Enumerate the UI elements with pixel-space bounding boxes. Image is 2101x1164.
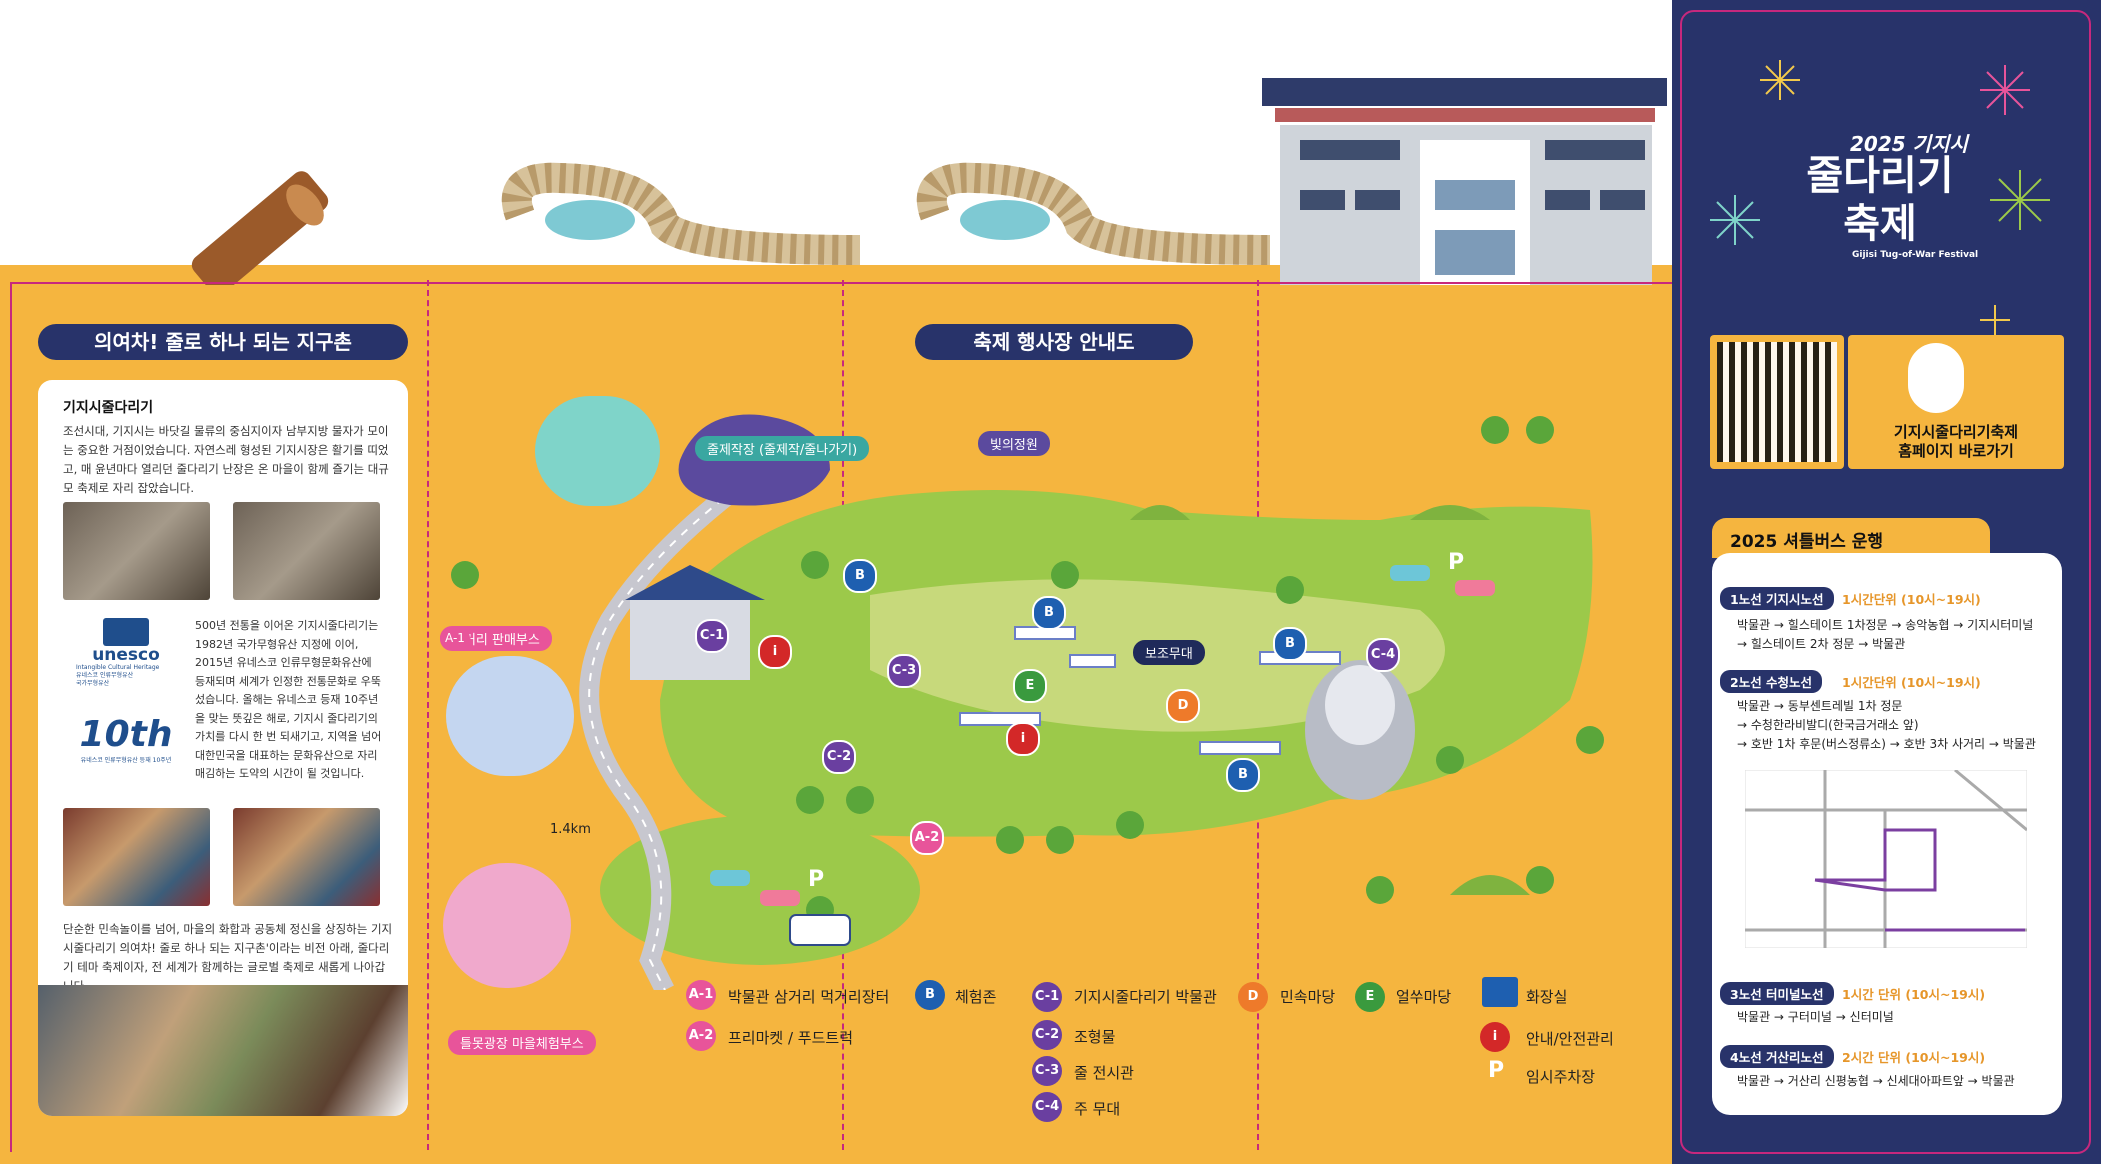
shuttle-tab: 2025 셔틀버스 운행 (1712, 518, 1990, 558)
heritage-info-card: 기지시줄다리기 조선시대, 기지시는 바닷길 물류의 중심지이자 남부지방 물자… (38, 380, 408, 1116)
legend-badge-c1: C-1 (1032, 982, 1062, 1012)
homepage-link[interactable]: 기지시줄다리기축제 홈페이지 바로가기 (1848, 335, 2064, 469)
legend-badge-c4: C-4 (1032, 1092, 1062, 1122)
festival-english-title: Gijisi Tug-of-War Festival (1852, 250, 1979, 260)
map-badge-e: E (1013, 669, 1047, 703)
route-4-time: 2시간 단위 (10시~19시) (1842, 1050, 1986, 1065)
restroom-icon (1482, 977, 1518, 1007)
map-badge-c3: C-3 (887, 654, 921, 688)
food-booth-bubble (446, 656, 574, 776)
historic-photo (63, 502, 210, 600)
road (579, 451, 781, 990)
route-2-time: 1시간단위 (10시~19시) (1842, 675, 1981, 690)
left-section-title: 의여차! 줄로 하나 되는 지구촌 (38, 324, 408, 360)
festival-title: 줄다리기 축제 (1806, 153, 1954, 247)
legend-label-a1: 박물관 삼거리 먹거리장터 (728, 988, 890, 1006)
qr-code-frame[interactable] (1710, 335, 1844, 469)
map-badge-b: B (843, 559, 877, 593)
trim-line (10, 282, 12, 1152)
legend-badge-c3: C-3 (1032, 1056, 1062, 1086)
rope-loop-illustration (501, 162, 861, 265)
route-1-stops: 박물관 → 힐스테이트 1차정문 → 송악농협 → 기지시터미널 → 힐스테이트… (1737, 618, 2034, 651)
legend-label-c4: 주 무대 (1074, 1100, 1121, 1118)
village-booth-bubble (443, 863, 571, 988)
map-badge-b: B (1032, 596, 1066, 630)
route-1-name: 1노선 기지시노선 (1720, 587, 1834, 610)
route-1-time: 1시간단위 (10시~19시) (1842, 592, 1981, 607)
legend-label-d: 민속마당 (1280, 988, 1336, 1006)
tug-of-war-crowd-photo (38, 985, 408, 1116)
unesco-logo: unesco Intangible Cultural Heritage 유네스코… (76, 618, 176, 688)
legend-label-c2: 조형물 (1074, 1028, 1116, 1046)
legend-label-c3: 줄 전시관 (1074, 1064, 1134, 1082)
map-badge-c2: C-2 (822, 740, 856, 774)
parking-icon: P (1448, 550, 1465, 575)
rope-making-label: 줄제작장 (줄제작/줄나가기) (695, 436, 870, 461)
museum-building-illustration (1262, 78, 1667, 285)
fireworks-illustration (1710, 60, 2050, 335)
unesco-description-text: 500년 전통을 이어온 기지시줄다리기는 1982년 국가무형유산 지정에 이… (195, 619, 382, 780)
shuttle-bus (789, 914, 851, 946)
light-garden-label: 빛의정원 (978, 431, 1050, 456)
route-3-stops: 박물관 → 구터미널 → 신터미널 (1737, 1010, 1894, 1024)
legend-label-e: 얼쑤마당 (1396, 988, 1452, 1006)
trim-line (10, 282, 1672, 284)
parking-icon: P (808, 867, 825, 892)
badge-a1: A-1 (440, 628, 470, 648)
rope-making-bubble (535, 396, 660, 506)
map-badge-c4: C-4 (1366, 638, 1400, 672)
legend-badge-b: B (915, 980, 945, 1010)
map-badge-d: D (1166, 689, 1200, 723)
museum-map-building (625, 565, 765, 680)
festival-year: 2025 기지시 (1850, 132, 1968, 156)
legend-label-b: 체험존 (955, 988, 997, 1006)
legend-badge-c2: C-2 (1032, 1020, 1062, 1050)
legend-badge-e: E (1355, 982, 1385, 1012)
village-booth-label: 틀못광장 마을체험부스 (448, 1030, 596, 1055)
legend-label-restroom: 화장실 (1526, 988, 1568, 1006)
map-section-title: 축제 행사장 안내도 (915, 324, 1193, 360)
info-icon: i (758, 635, 792, 669)
route-2-stops: 박물관 → 동부센트레빌 1차 정문 → 수청한라비발디(한국금거래소 앞) →… (1737, 699, 2036, 751)
route-4-name: 4노선 거산리노선 (1720, 1045, 1834, 1068)
legend-label-a2: 프리마켓 / 푸드트럭 (728, 1029, 853, 1047)
map-badge-b: B (1273, 627, 1307, 661)
route-4-stops: 박물관 → 거산리 신평농협 → 신세대아파트앞 → 박물관 (1737, 1074, 2015, 1088)
festival-photo (63, 808, 210, 906)
sub-stage-label: 보조무대 (1133, 640, 1205, 665)
legend-badge-a1: A-1 (686, 980, 716, 1010)
legend-label-parking: 임시주차장 (1526, 1068, 1596, 1086)
log-illustration (191, 171, 329, 285)
shuttle-route-map (1745, 770, 2027, 948)
historic-photo (233, 502, 380, 600)
info-icon: i (1006, 722, 1040, 756)
distance-label: 1.4km (550, 822, 591, 837)
shuttle-title: 2025 셔틀버스 운행 (1730, 532, 1883, 552)
map-badge-c1: C-1 (695, 619, 729, 653)
qr-code[interactable] (1717, 342, 1837, 462)
route-3-name: 3노선 터미널노선 (1720, 982, 1834, 1005)
legend-label-info: 안내/안전관리 (1526, 1030, 1614, 1048)
map-badge-a2: A-2 (910, 821, 944, 855)
heritage-intro-text: 조선시대, 기지시는 바닷길 물류의 중심지이자 남부지방 물자가 모이는 중요… (63, 424, 389, 495)
cover-border (1680, 10, 2091, 1154)
route-2-name: 2노선 수청노선 (1720, 670, 1823, 693)
legend-badge-info: i (1480, 1022, 1510, 1052)
festival-photo (233, 808, 380, 906)
legend-label-c1: 기지시줄다리기 박물관 (1074, 988, 1217, 1006)
fold-line (427, 280, 429, 1150)
route-3-time: 1시간 단위 (10시~19시) (1842, 987, 1986, 1002)
map-badge-b: B (1226, 758, 1260, 792)
trees (451, 416, 1604, 924)
legend-badge-d: D (1238, 982, 1268, 1012)
legend-badge-a2: A-2 (686, 1021, 716, 1051)
tenth-anniversary-logo: 10th 유네스코 인류무형유산 등재 10주년 (79, 714, 173, 765)
heritage-heading: 기지시줄다리기 (63, 400, 154, 416)
rope-loop-illustration (916, 162, 1271, 265)
top-scene-illustration (191, 78, 1667, 285)
mascot-illustration (1908, 343, 1964, 413)
legend-parking-icon: P (1488, 1058, 1505, 1083)
